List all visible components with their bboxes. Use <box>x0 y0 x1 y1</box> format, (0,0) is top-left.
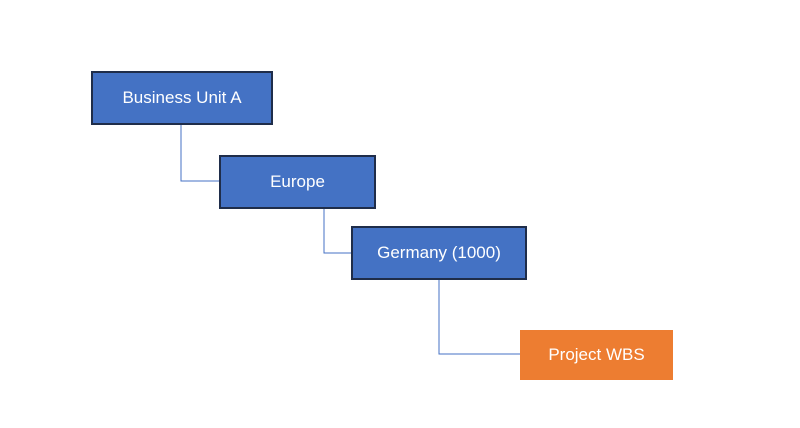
connector-business-unit-a-to-europe <box>180 125 219 182</box>
node-business-unit-a[interactable]: Business Unit A <box>91 71 273 125</box>
node-project-wbs[interactable]: Project WBS <box>520 330 673 380</box>
node-germany[interactable]: Germany (1000) <box>351 226 527 280</box>
node-label: Business Unit A <box>122 88 242 107</box>
node-label: Germany (1000) <box>377 243 501 262</box>
node-label: Project WBS <box>548 345 645 364</box>
connector-germany-to-project-wbs <box>438 280 520 355</box>
node-europe[interactable]: Europe <box>219 155 376 209</box>
node-label: Europe <box>270 172 325 191</box>
connector-europe-to-germany <box>323 209 351 254</box>
